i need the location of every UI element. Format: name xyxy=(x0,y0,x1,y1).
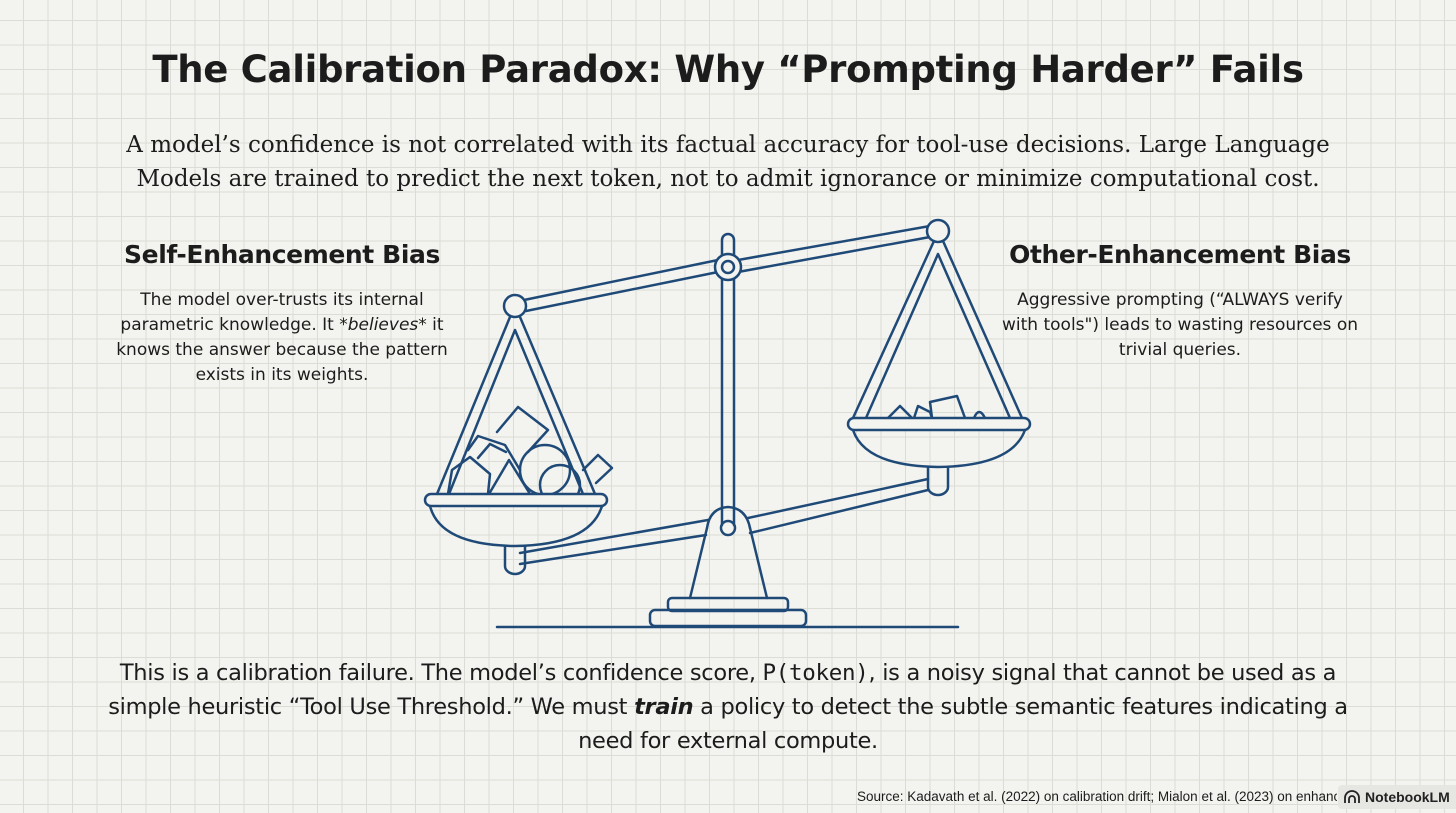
conclusion-text: This is a calibration failure. The model… xyxy=(100,656,1356,758)
right-pan-weights xyxy=(886,394,987,420)
conclusion-part: a policy to detect the subtle semantic f… xyxy=(578,694,1348,754)
lower-arm xyxy=(518,477,930,566)
right-pan-light xyxy=(846,239,1032,497)
notebooklm-badge: NotebookLM xyxy=(1338,785,1456,809)
self-enhancement-body: The model over-trusts its internal param… xyxy=(92,288,472,388)
scale-post xyxy=(720,232,736,527)
conclusion-part: , is a noisy signal that cannot be used … xyxy=(108,660,1337,720)
other-enhancement-body: Aggressive prompting (“ALWAYS verify wit… xyxy=(1002,290,1358,360)
source-citation: Source: Kadavath et al. (2022) on calibr… xyxy=(857,789,1337,804)
left-pan-weights xyxy=(446,405,614,507)
scale-base xyxy=(648,526,808,628)
other-enhancement-heading: Other-Enhancement Bias xyxy=(1009,240,1351,269)
subtitle-line-2: Models are trained to predict the next t… xyxy=(136,166,1320,192)
body-text: The model over-trusts its internal param… xyxy=(120,290,424,335)
body-text: * it knows the answer because the patter… xyxy=(116,315,448,385)
emphasis-text: believes xyxy=(347,315,419,335)
conclusion-part: This is a calibration failure. The model… xyxy=(119,660,763,686)
self-enhancement-heading: Self-Enhancement Bias xyxy=(124,240,440,269)
badge-label: NotebookLM xyxy=(1365,789,1450,805)
subtitle: A model’s confidence is not correlated w… xyxy=(60,128,1396,196)
left-pan-heavy xyxy=(423,315,614,576)
subtitle-line-1: A model’s confidence is not correlated w… xyxy=(126,132,1330,158)
notebooklm-logo-icon xyxy=(1344,790,1360,803)
emphasis-text: train xyxy=(634,694,694,720)
code-token: P(token) xyxy=(762,660,869,686)
page-title: The Calibration Paradox: Why “Prompting … xyxy=(152,48,1304,91)
balance-beam xyxy=(502,218,951,319)
